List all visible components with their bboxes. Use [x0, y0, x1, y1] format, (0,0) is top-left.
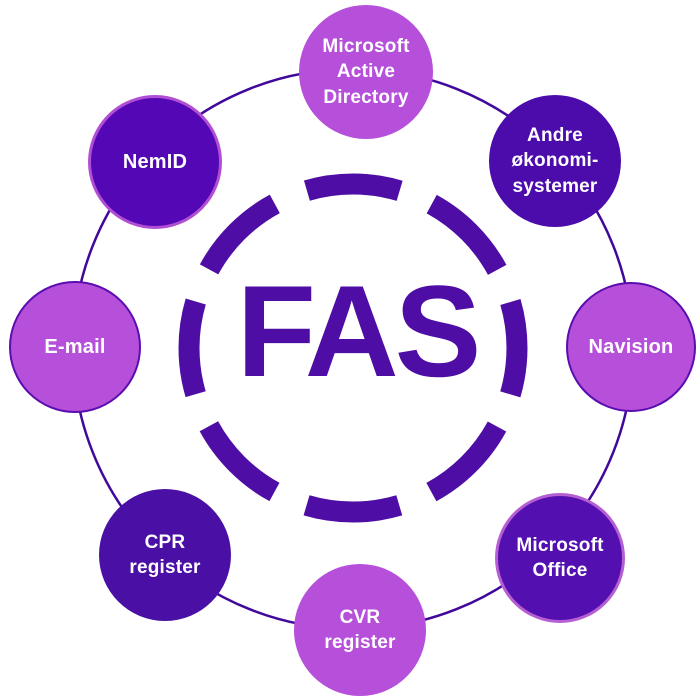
node-label: Microsoft Office: [516, 534, 604, 581]
node-microsoft-active-directory: Microsoft Active Directory: [299, 5, 433, 139]
node-label: Andre økonomi- systemer: [511, 125, 599, 197]
dashed-ring: [178, 173, 528, 523]
node-cpr-register: CPR register: [99, 489, 231, 621]
node-label: CPR register: [129, 531, 201, 578]
node-label: Navision: [588, 335, 674, 358]
node-e-mail: E-mail: [9, 281, 141, 413]
node-label: NemID: [122, 150, 188, 173]
center-label-fas: FAS: [236, 258, 482, 404]
node-nemid: NemID: [88, 95, 222, 229]
node-navision: Navision: [566, 282, 696, 412]
node-cvr-register: CVR register: [294, 564, 426, 696]
node-label: Microsoft Active Directory: [322, 36, 410, 108]
node-label: E-mail: [44, 335, 106, 358]
node-microsoft-office: Microsoft Office: [495, 493, 625, 623]
node-andre-okonomisystemer: Andre økonomi- systemer: [489, 95, 621, 227]
node-label: CVR register: [324, 606, 396, 653]
